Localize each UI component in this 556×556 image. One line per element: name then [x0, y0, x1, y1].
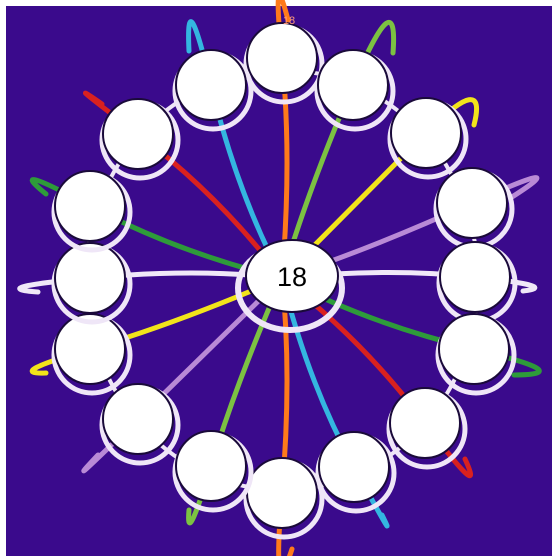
- outer-circle-12: [55, 314, 125, 384]
- outer-circle-16: [176, 50, 246, 120]
- outer-circle-7: [390, 388, 460, 458]
- outer-circle-3: [391, 98, 461, 168]
- outer-circle-4: [437, 168, 507, 238]
- outer-circle-10: [176, 431, 246, 501]
- outer-circle-1: [247, 23, 317, 93]
- outer-circle-9: [247, 458, 317, 528]
- outer-circle-15: [103, 99, 173, 169]
- center-label: 18: [277, 262, 307, 292]
- outer-circle-14: [55, 171, 125, 241]
- top-mark-label: 18: [283, 15, 295, 27]
- outer-circle-11: [103, 384, 173, 454]
- outer-circle-13: [55, 243, 125, 313]
- outer-circle-5: [440, 242, 510, 312]
- outer-circle-8: [319, 432, 389, 502]
- outer-circle-2: [318, 50, 388, 120]
- outer-circle-6: [439, 314, 509, 384]
